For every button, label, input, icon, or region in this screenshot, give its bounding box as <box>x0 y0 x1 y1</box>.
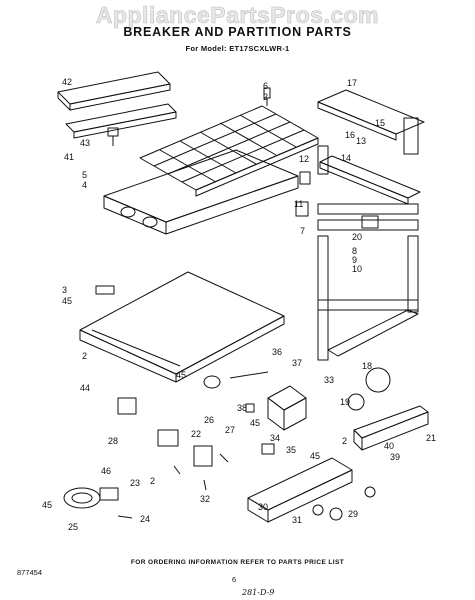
callout-25: 25 <box>68 522 78 532</box>
callout-2: 2 <box>150 476 155 486</box>
diagram-title: BREAKER AND PARTITION PARTS <box>123 25 352 39</box>
callout-23: 23 <box>130 478 140 488</box>
callout-9: 9 <box>352 255 357 265</box>
callout-5: 5 <box>82 170 87 180</box>
callout-7: 7 <box>300 226 305 236</box>
part-9-partition-frame <box>317 203 419 361</box>
callout-2: 2 <box>82 351 87 361</box>
callout-17: 17 <box>347 78 357 88</box>
part-17-partition-rail <box>317 89 425 141</box>
callout-12: 12 <box>299 154 309 164</box>
callout-46: 46 <box>101 466 111 476</box>
part-29-knob <box>329 507 343 521</box>
callout-40: 40 <box>384 441 394 451</box>
part-19-bulb <box>347 393 365 411</box>
callout-22: 22 <box>191 429 201 439</box>
callout-32: 32 <box>200 494 210 504</box>
part-16-spacer <box>317 145 329 175</box>
callout-10: 10 <box>352 264 362 274</box>
part-24-screw <box>117 515 133 519</box>
callout-8: 8 <box>352 246 357 256</box>
part-36-knob <box>203 375 221 389</box>
callout-2: 2 <box>263 92 268 102</box>
part-39-knob <box>364 486 376 498</box>
callout-15: 15 <box>375 118 385 128</box>
callout-37: 37 <box>292 358 302 368</box>
part-6-screw <box>263 87 271 106</box>
part-3-bracket <box>95 285 115 295</box>
part-27-screw <box>219 453 229 463</box>
part-37-screw <box>229 371 269 379</box>
part-30-control-panel <box>247 457 353 523</box>
callout-33: 33 <box>324 375 334 385</box>
part-21-light-shield <box>353 405 429 451</box>
callout-45: 45 <box>62 296 72 306</box>
callout-41: 41 <box>64 152 74 162</box>
callout-3: 3 <box>62 285 67 295</box>
callout-34: 34 <box>270 433 280 443</box>
callout-36: 36 <box>272 347 282 357</box>
ordering-note: FOR ORDERING INFORMATION REFER TO PARTS … <box>130 559 345 566</box>
callout-31: 31 <box>292 515 302 525</box>
part-15-mullion <box>403 117 419 155</box>
part-2-shelf-panel <box>79 271 285 383</box>
callout-44: 44 <box>80 383 90 393</box>
callout-27: 27 <box>225 425 235 435</box>
part-4-breaker-housing <box>103 149 299 235</box>
part-26-thermostat <box>193 445 213 467</box>
callout-26: 26 <box>204 415 214 425</box>
page-number: 6 <box>232 575 237 584</box>
callout-11: 11 <box>294 199 303 209</box>
part-32-screw <box>203 479 207 491</box>
part-18-bulb <box>365 367 391 393</box>
part-34-switch <box>261 443 275 455</box>
callout-20: 20 <box>352 232 362 242</box>
callout-45: 45 <box>176 370 186 380</box>
watermark: AppliancePartsPros.com <box>95 2 380 29</box>
callout-21: 21 <box>426 433 436 443</box>
callout-13: 13 <box>356 136 366 146</box>
callout-6: 6 <box>263 81 268 91</box>
callout-45: 45 <box>42 500 52 510</box>
part-33-control-housing <box>267 385 307 431</box>
callout-45: 45 <box>310 451 320 461</box>
callout-30: 30 <box>258 502 268 512</box>
callout-14: 14 <box>341 153 351 163</box>
callout-2: 2 <box>342 436 347 446</box>
model-subtitle: For Model: ET17SCXLWR-1 <box>185 44 290 53</box>
part-23-socket <box>99 487 119 501</box>
callout-16: 16 <box>345 130 355 140</box>
part-38-clip <box>245 403 255 413</box>
callout-28: 28 <box>108 436 118 446</box>
part-41-trim <box>65 103 177 139</box>
part-5-grille <box>139 105 319 197</box>
callout-42: 42 <box>62 77 72 87</box>
callout-35: 35 <box>286 445 296 455</box>
callout-39: 39 <box>390 452 400 462</box>
handwritten-note: 281-D-9 <box>242 588 275 597</box>
callout-19: 19 <box>340 397 350 407</box>
part-31-knob <box>312 504 324 516</box>
part-11-bracket <box>295 201 309 217</box>
callout-43: 43 <box>80 138 90 148</box>
document-number: 877454 <box>17 568 43 577</box>
part-42-breaker-trim <box>57 71 171 111</box>
part-44-socket <box>117 397 137 415</box>
callout-18: 18 <box>362 361 372 371</box>
part-14-rail <box>319 155 421 205</box>
callout-29: 29 <box>348 509 358 519</box>
part-12-clip <box>299 171 311 185</box>
part-43-fastener <box>107 127 119 146</box>
part-2-screw <box>173 465 181 475</box>
part-46-lamp-bracket <box>63 487 101 509</box>
callout-24: 24 <box>140 514 150 524</box>
callout-4: 4 <box>82 180 87 190</box>
part-20-latch <box>361 215 379 229</box>
callout-38: 38 <box>237 403 247 413</box>
callout-45: 45 <box>250 418 260 428</box>
part-28-socket <box>157 429 179 447</box>
